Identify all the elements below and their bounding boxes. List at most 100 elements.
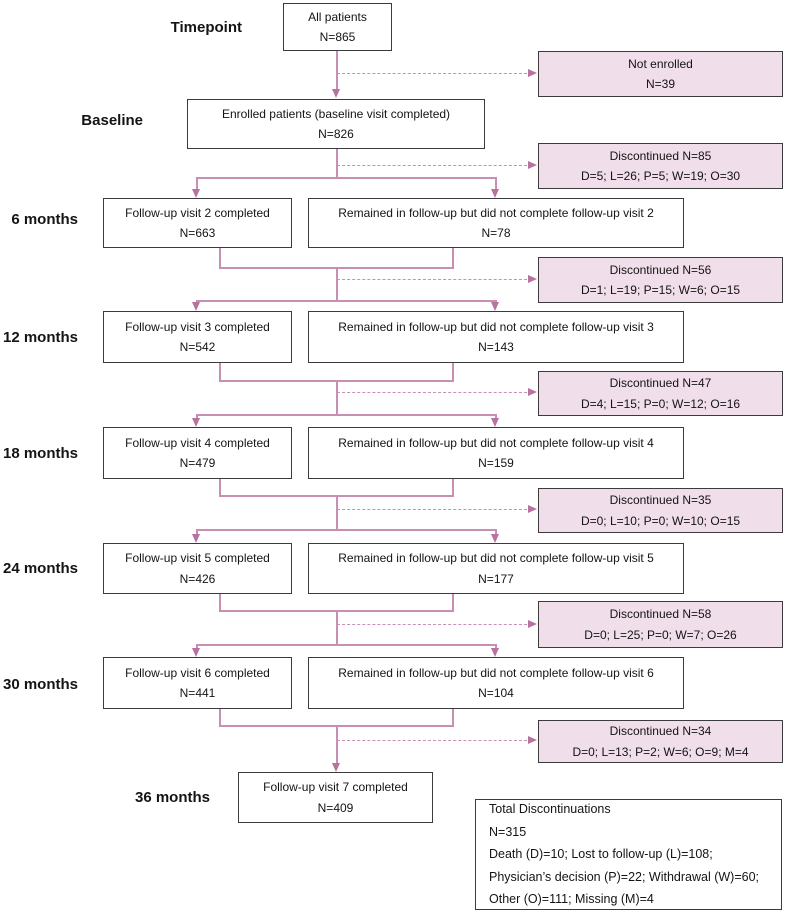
flow-arrowhead-down (192, 189, 200, 198)
label-36-months: 36 months (134, 789, 210, 806)
flow-line (336, 725, 338, 764)
box-visit4-completed: Follow-up visit 4 completed N=479 (103, 427, 292, 479)
box-count: N=177 (478, 571, 514, 586)
flow-line (336, 495, 338, 531)
flow-arrowhead-down (491, 534, 499, 543)
flow-line (495, 414, 497, 420)
label-18-months: 18 months (2, 445, 78, 462)
flow-line (219, 594, 221, 612)
flow-arrowhead-right (528, 275, 537, 283)
box-count: N=865 (319, 30, 356, 44)
flow-line (452, 709, 454, 727)
flow-line-dashed (337, 624, 527, 625)
total-title: Total Discontinuations (489, 802, 611, 817)
flow-arrowhead-right (528, 736, 537, 744)
flow-arrowhead-down (491, 302, 499, 311)
box-visit5-remained: Remained in follow-up but did not comple… (308, 543, 684, 594)
box-title: Enrolled patients (baseline visit comple… (221, 106, 451, 121)
box-title: Follow-up visit 5 completed (125, 551, 270, 566)
box-count: N=663 (179, 226, 216, 240)
box-count: N=409 (317, 800, 354, 815)
total-detail-line: Other (O)=111; Missing (M)=4 (489, 892, 654, 907)
flow-line-dashed (337, 165, 527, 166)
flow-line (452, 248, 454, 268)
label-baseline: Baseline (81, 112, 143, 129)
label-24-months: 24 months (2, 560, 78, 577)
box-discontinued-18m: Discontinued N=35 D=0; L=10; P=0; W=10; … (538, 488, 783, 533)
box-title: Follow-up visit 7 completed (263, 780, 408, 795)
box-count: N=426 (179, 571, 216, 586)
box-title: Discontinued N=58 (609, 607, 712, 622)
box-visit2-completed: Follow-up visit 2 completed N=663 (103, 198, 292, 248)
label-6-months: 6 months (11, 211, 78, 228)
flow-line-dashed (337, 509, 527, 510)
box-detail: D=0; L=13; P=2; W=6; O=9; M=4 (572, 744, 749, 759)
flow-line (452, 479, 454, 497)
flow-line-dashed (337, 73, 527, 74)
flow-arrowhead-right (528, 388, 537, 396)
flow-line (336, 51, 338, 91)
flow-line (219, 479, 221, 497)
box-all-patients: All patients N=865 (283, 3, 392, 51)
flow-line (196, 644, 198, 650)
label-timepoint-header: Timepoint (170, 19, 242, 36)
box-detail: D=1; L=19; P=15; W=6; O=15 (580, 283, 741, 297)
total-detail-line: Death (D)=10; Lost to follow-up (L)=108; (489, 847, 713, 862)
flow-line-dashed (337, 279, 527, 280)
box-title: Remained in follow-up but did not comple… (338, 435, 654, 450)
box-count: N=826 (318, 127, 354, 141)
box-visit4-remained: Remained in follow-up but did not comple… (308, 427, 684, 479)
box-total-discontinuations: Total Discontinuations N=315 Death (D)=1… (475, 799, 782, 910)
flow-line (336, 610, 338, 646)
box-title: Discontinued N=47 (609, 376, 712, 391)
flow-arrowhead-down (332, 89, 340, 98)
flow-arrowhead-down (192, 648, 200, 657)
box-count: N=542 (179, 340, 216, 354)
box-count: N=159 (478, 456, 514, 470)
box-title: Follow-up visit 4 completed (125, 435, 270, 450)
flow-arrowhead-down (192, 534, 200, 543)
box-title: Discontinued N=85 (609, 148, 712, 163)
box-detail: D=5; L=26; P=5; W=19; O=30 (580, 169, 741, 183)
flow-line (196, 644, 497, 646)
box-count: N=143 (478, 340, 514, 354)
box-count: N=39 (645, 77, 676, 91)
box-count: N=104 (478, 686, 514, 700)
box-visit2-remained: Remained in follow-up but did not comple… (308, 198, 684, 248)
box-discontinued-30m: Discontinued N=34 D=0; L=13; P=2; W=6; O… (538, 720, 783, 763)
flow-line (452, 363, 454, 382)
box-title: Discontinued N=34 (609, 724, 712, 739)
box-title: Remained in follow-up but did not comple… (338, 319, 654, 334)
flow-line (452, 594, 454, 612)
box-title: Remained in follow-up but did not comple… (338, 205, 654, 220)
flow-line (196, 414, 198, 420)
flow-arrowhead-down (192, 302, 200, 311)
box-title: Discontinued N=35 (609, 493, 712, 508)
total-count: N=315 (489, 824, 527, 839)
flow-line (196, 177, 198, 191)
box-title: Follow-up visit 2 completed (125, 205, 270, 220)
flow-line (495, 644, 497, 650)
box-discontinued-12m: Discontinued N=47 D=4; L=15; P=0; W=12; … (538, 371, 783, 416)
box-detail: D=0; L=10; P=0; W=10; O=15 (580, 513, 741, 528)
flow-arrowhead-down (192, 418, 200, 427)
box-title: All patients (308, 9, 367, 24)
flow-arrowhead-right (528, 69, 537, 77)
box-title: Remained in follow-up but did not comple… (338, 551, 654, 566)
box-count: N=78 (481, 226, 511, 240)
box-not-enrolled: Not enrolled N=39 (538, 51, 783, 97)
flow-line-dashed (337, 392, 527, 393)
flow-line (219, 363, 221, 382)
flow-line (219, 709, 221, 727)
flow-arrowhead-right (528, 620, 537, 628)
label-12-months: 12 months (2, 329, 78, 346)
box-detail: D=4; L=15; P=0; W=12; O=16 (580, 396, 741, 411)
box-title: Discontinued N=56 (609, 262, 712, 277)
box-visit6-remained: Remained in follow-up but did not comple… (308, 657, 684, 709)
box-visit3-remained: Remained in follow-up but did not comple… (308, 311, 684, 363)
box-title: Follow-up visit 3 completed (125, 319, 270, 334)
box-enrolled: Enrolled patients (baseline visit comple… (187, 99, 485, 149)
flow-arrowhead-right (528, 505, 537, 513)
total-detail-line: Physician’s decision (P)=22; Withdrawal … (489, 869, 760, 884)
box-detail: D=0; L=25; P=0; W=7; O=26 (584, 627, 737, 642)
